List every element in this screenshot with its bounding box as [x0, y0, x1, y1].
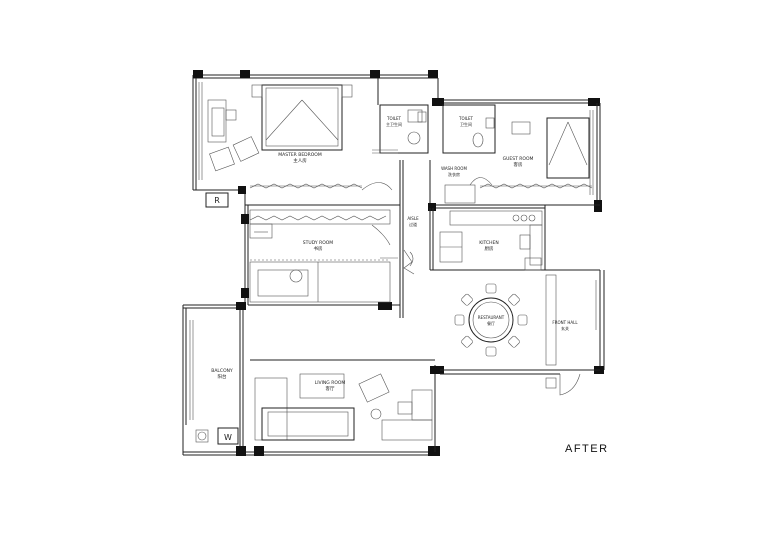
aisle-items	[380, 249, 415, 275]
label-master-bedroom: MASTER BEDROOM	[278, 152, 322, 158]
label-living-room: LIVING ROOM	[315, 380, 346, 386]
fridge-badge: R	[205, 192, 229, 208]
study-furniture	[249, 209, 391, 303]
caption-after: AFTER	[565, 443, 609, 455]
label-restaurant-sub: 餐厅	[487, 320, 495, 326]
label-aisle-sub: 过道	[409, 221, 417, 227]
label-toilet-2-sub: 卫生间	[460, 121, 472, 127]
label-master-bedroom-sub: 主人房	[293, 157, 307, 164]
master-bedroom-furniture	[207, 84, 393, 191]
label-guest-room-sub: 客房	[514, 161, 523, 168]
label-guest-room: GUEST ROOM	[503, 156, 534, 162]
label-study-room: STUDY ROOM	[303, 240, 334, 246]
windows	[189, 82, 597, 420]
svg-text:W: W	[224, 433, 232, 442]
label-toilet-1-sub: 主卫生间	[386, 121, 402, 127]
guest-room-furniture	[444, 117, 593, 204]
dining-set	[454, 283, 528, 357]
front-hall-items	[545, 274, 581, 396]
kitchen-furniture	[439, 210, 543, 271]
living-furniture	[254, 373, 433, 441]
label-kitchen: KITCHEN	[479, 240, 499, 246]
label-front-hall: FRONT HALL	[552, 320, 578, 325]
label-wash-room-sub: 洗衣房	[448, 171, 460, 177]
label-front-hall-sub: 玄关	[561, 325, 569, 331]
label-living-room-sub: 客厅	[326, 385, 335, 392]
label-toilet-2: TOILET	[458, 116, 474, 121]
room-labels: MASTER BEDROOM 主人房 TOILET 主卫生间 TOILET 卫生…	[211, 116, 578, 392]
label-balcony: BALCONY	[211, 368, 233, 374]
label-study-room-sub: 书房	[314, 245, 323, 252]
label-aisle: AISLE	[407, 216, 419, 221]
toilets	[372, 104, 496, 154]
walls	[182, 70, 605, 456]
label-toilet-1: TOILET	[386, 116, 402, 121]
svg-text:R: R	[214, 196, 220, 205]
label-restaurant: RESTAURANT	[478, 315, 505, 320]
label-balcony-sub: 阳台	[218, 373, 227, 380]
label-kitchen-sub: 厨房	[485, 245, 494, 252]
washer-badge: W	[195, 427, 239, 445]
label-wash-room: WASH ROOM	[441, 166, 467, 171]
